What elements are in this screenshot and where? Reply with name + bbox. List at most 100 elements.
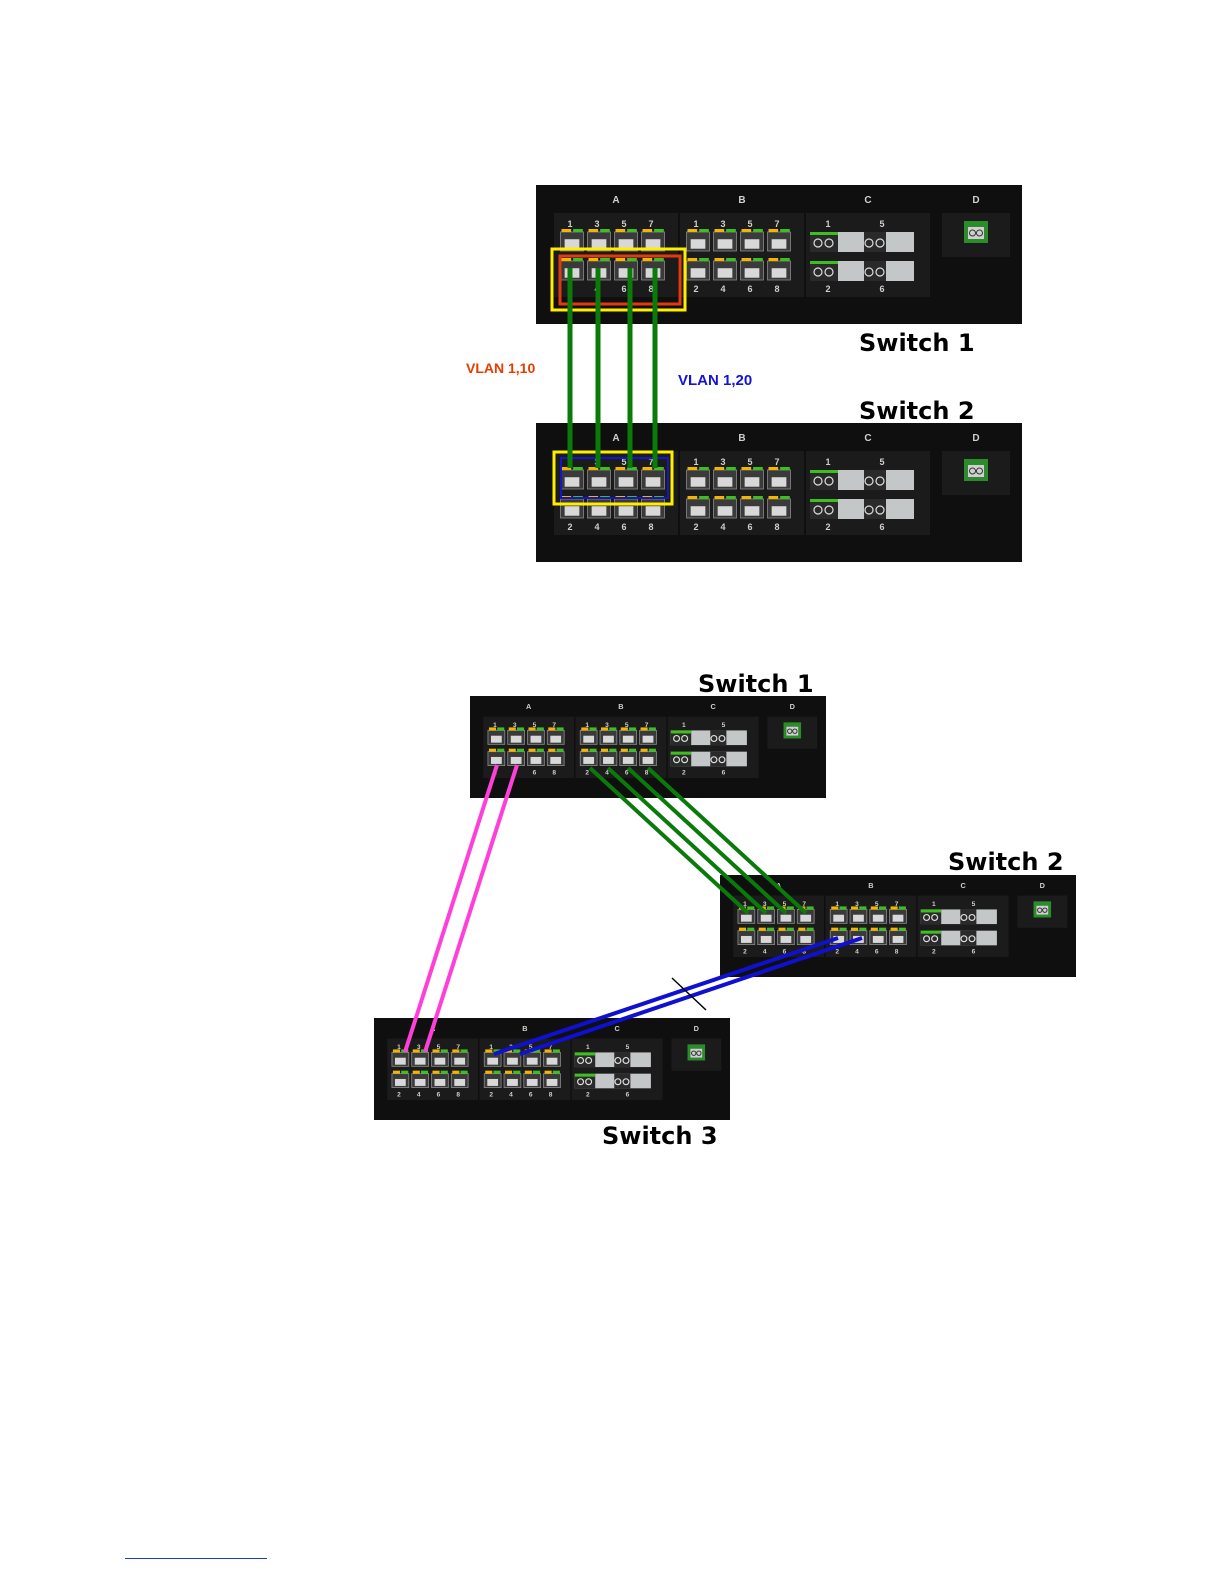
rj45-port <box>487 748 506 766</box>
port-led-yellow <box>615 258 626 261</box>
port-led-yellow <box>741 258 752 261</box>
rj45-port <box>546 748 565 766</box>
port-led-yellow <box>851 927 859 931</box>
port-led-green <box>627 467 637 470</box>
port-led-green <box>879 906 887 910</box>
port-led-green <box>780 258 790 261</box>
rj45-port-jack <box>526 1057 538 1065</box>
port-number: 4 <box>763 948 767 955</box>
rj45-port-jack <box>414 1078 426 1086</box>
port-led-yellow <box>588 229 599 232</box>
sfp-lens <box>875 476 885 486</box>
rj45-port-jack <box>800 935 812 943</box>
sfp-lens <box>710 734 718 743</box>
rj45-port <box>391 1070 410 1088</box>
rj45-port-jack <box>740 935 752 943</box>
port-led-green <box>573 467 583 470</box>
sfp-lens <box>696 1050 702 1056</box>
port-led-green <box>786 927 794 931</box>
rj45-port-jack <box>744 506 760 516</box>
sfp-port <box>920 909 997 925</box>
rj45-port <box>614 467 638 490</box>
switch3-label: Switch 3 <box>602 1122 718 1150</box>
port-number: 6 <box>437 1091 441 1098</box>
rj45-port-jack <box>487 1057 499 1065</box>
rj45-port-jack <box>618 268 634 278</box>
sfp-port <box>574 1073 651 1089</box>
sfp-port-cage <box>614 1073 631 1089</box>
rj45-port <box>686 467 710 490</box>
highlight-box-yellow <box>552 450 674 506</box>
port-led-green <box>753 258 763 261</box>
sfp-lens <box>968 935 976 943</box>
port-led-yellow <box>778 927 786 931</box>
port-led-green <box>556 748 564 752</box>
rj45-port <box>619 727 638 745</box>
rj45-port <box>527 727 545 745</box>
sfp-port-cage <box>864 470 886 490</box>
trunk-cables <box>567 268 658 468</box>
port-led-yellow <box>714 258 725 261</box>
module-label: A <box>526 702 532 711</box>
rj45-port-jack <box>717 268 733 278</box>
cable-green <box>626 766 788 915</box>
port-number: 2 <box>397 1091 401 1098</box>
port-number: 7 <box>774 457 779 467</box>
sfp-port <box>810 232 914 252</box>
port-number: 8 <box>774 284 779 294</box>
rj45-port <box>483 1070 502 1088</box>
port-number: 1 <box>835 901 839 908</box>
cable-magenta <box>403 764 499 1053</box>
figure1: A12345678B12345678C1256D A12345678B12345… <box>466 185 1022 562</box>
sfp-lens <box>864 267 874 277</box>
rj45-port-jack <box>690 477 706 487</box>
rj45-port-jack <box>603 735 614 743</box>
port-led-green <box>589 727 597 731</box>
port-led-green <box>810 232 838 235</box>
port-number: 6 <box>533 769 537 776</box>
port-led-green <box>600 258 610 261</box>
port-led-green <box>609 727 617 731</box>
rj45-port-jack <box>530 756 542 764</box>
figure2-switch2-chassis: A12345678B12345678C1256D <box>720 875 1076 977</box>
port-led-yellow <box>741 229 752 232</box>
port-number: 6 <box>747 522 752 532</box>
module-label: A <box>612 433 619 444</box>
port-led-yellow <box>432 1049 440 1053</box>
sfp-lens <box>614 1078 622 1086</box>
sfp-lens <box>813 505 823 515</box>
switch1-label: Switch 1 <box>859 329 975 357</box>
sfp-lens <box>931 935 939 943</box>
port-number: 1 <box>586 1044 590 1051</box>
port-led-green <box>627 258 637 261</box>
sfp-port-cage <box>710 751 727 767</box>
rj45-port <box>713 467 737 490</box>
sfp-lens <box>968 913 976 922</box>
port-led-green <box>780 229 790 232</box>
port-number: 5 <box>533 722 537 729</box>
rj45-port <box>737 927 756 945</box>
module-label: B <box>522 1024 527 1033</box>
module-label: B <box>738 195 745 206</box>
rj45-port-jack <box>833 935 845 943</box>
port-number: 7 <box>774 219 779 229</box>
sfp-lens <box>875 505 885 515</box>
sfp-port <box>574 1052 651 1068</box>
rj45-port <box>849 906 868 924</box>
port-led-green <box>726 496 736 499</box>
port-led-green <box>552 1049 560 1053</box>
port-led-yellow <box>544 1070 552 1074</box>
rj45-port-jack <box>690 239 706 249</box>
sfp-lens <box>1037 907 1043 913</box>
module-panel <box>806 451 930 535</box>
port-led-yellow <box>615 467 626 470</box>
port-led-green <box>670 751 692 755</box>
port-led-green <box>726 229 736 232</box>
port-number: 1 <box>585 722 589 729</box>
rj45-port-jack <box>583 735 595 743</box>
rj45-port <box>767 258 791 281</box>
rj45-port-jack <box>717 239 733 249</box>
port-led-yellow <box>508 727 516 731</box>
port-led-green <box>810 261 838 264</box>
figure1-switch2-chassis: A12345678B12345678C1256D <box>536 423 1022 562</box>
